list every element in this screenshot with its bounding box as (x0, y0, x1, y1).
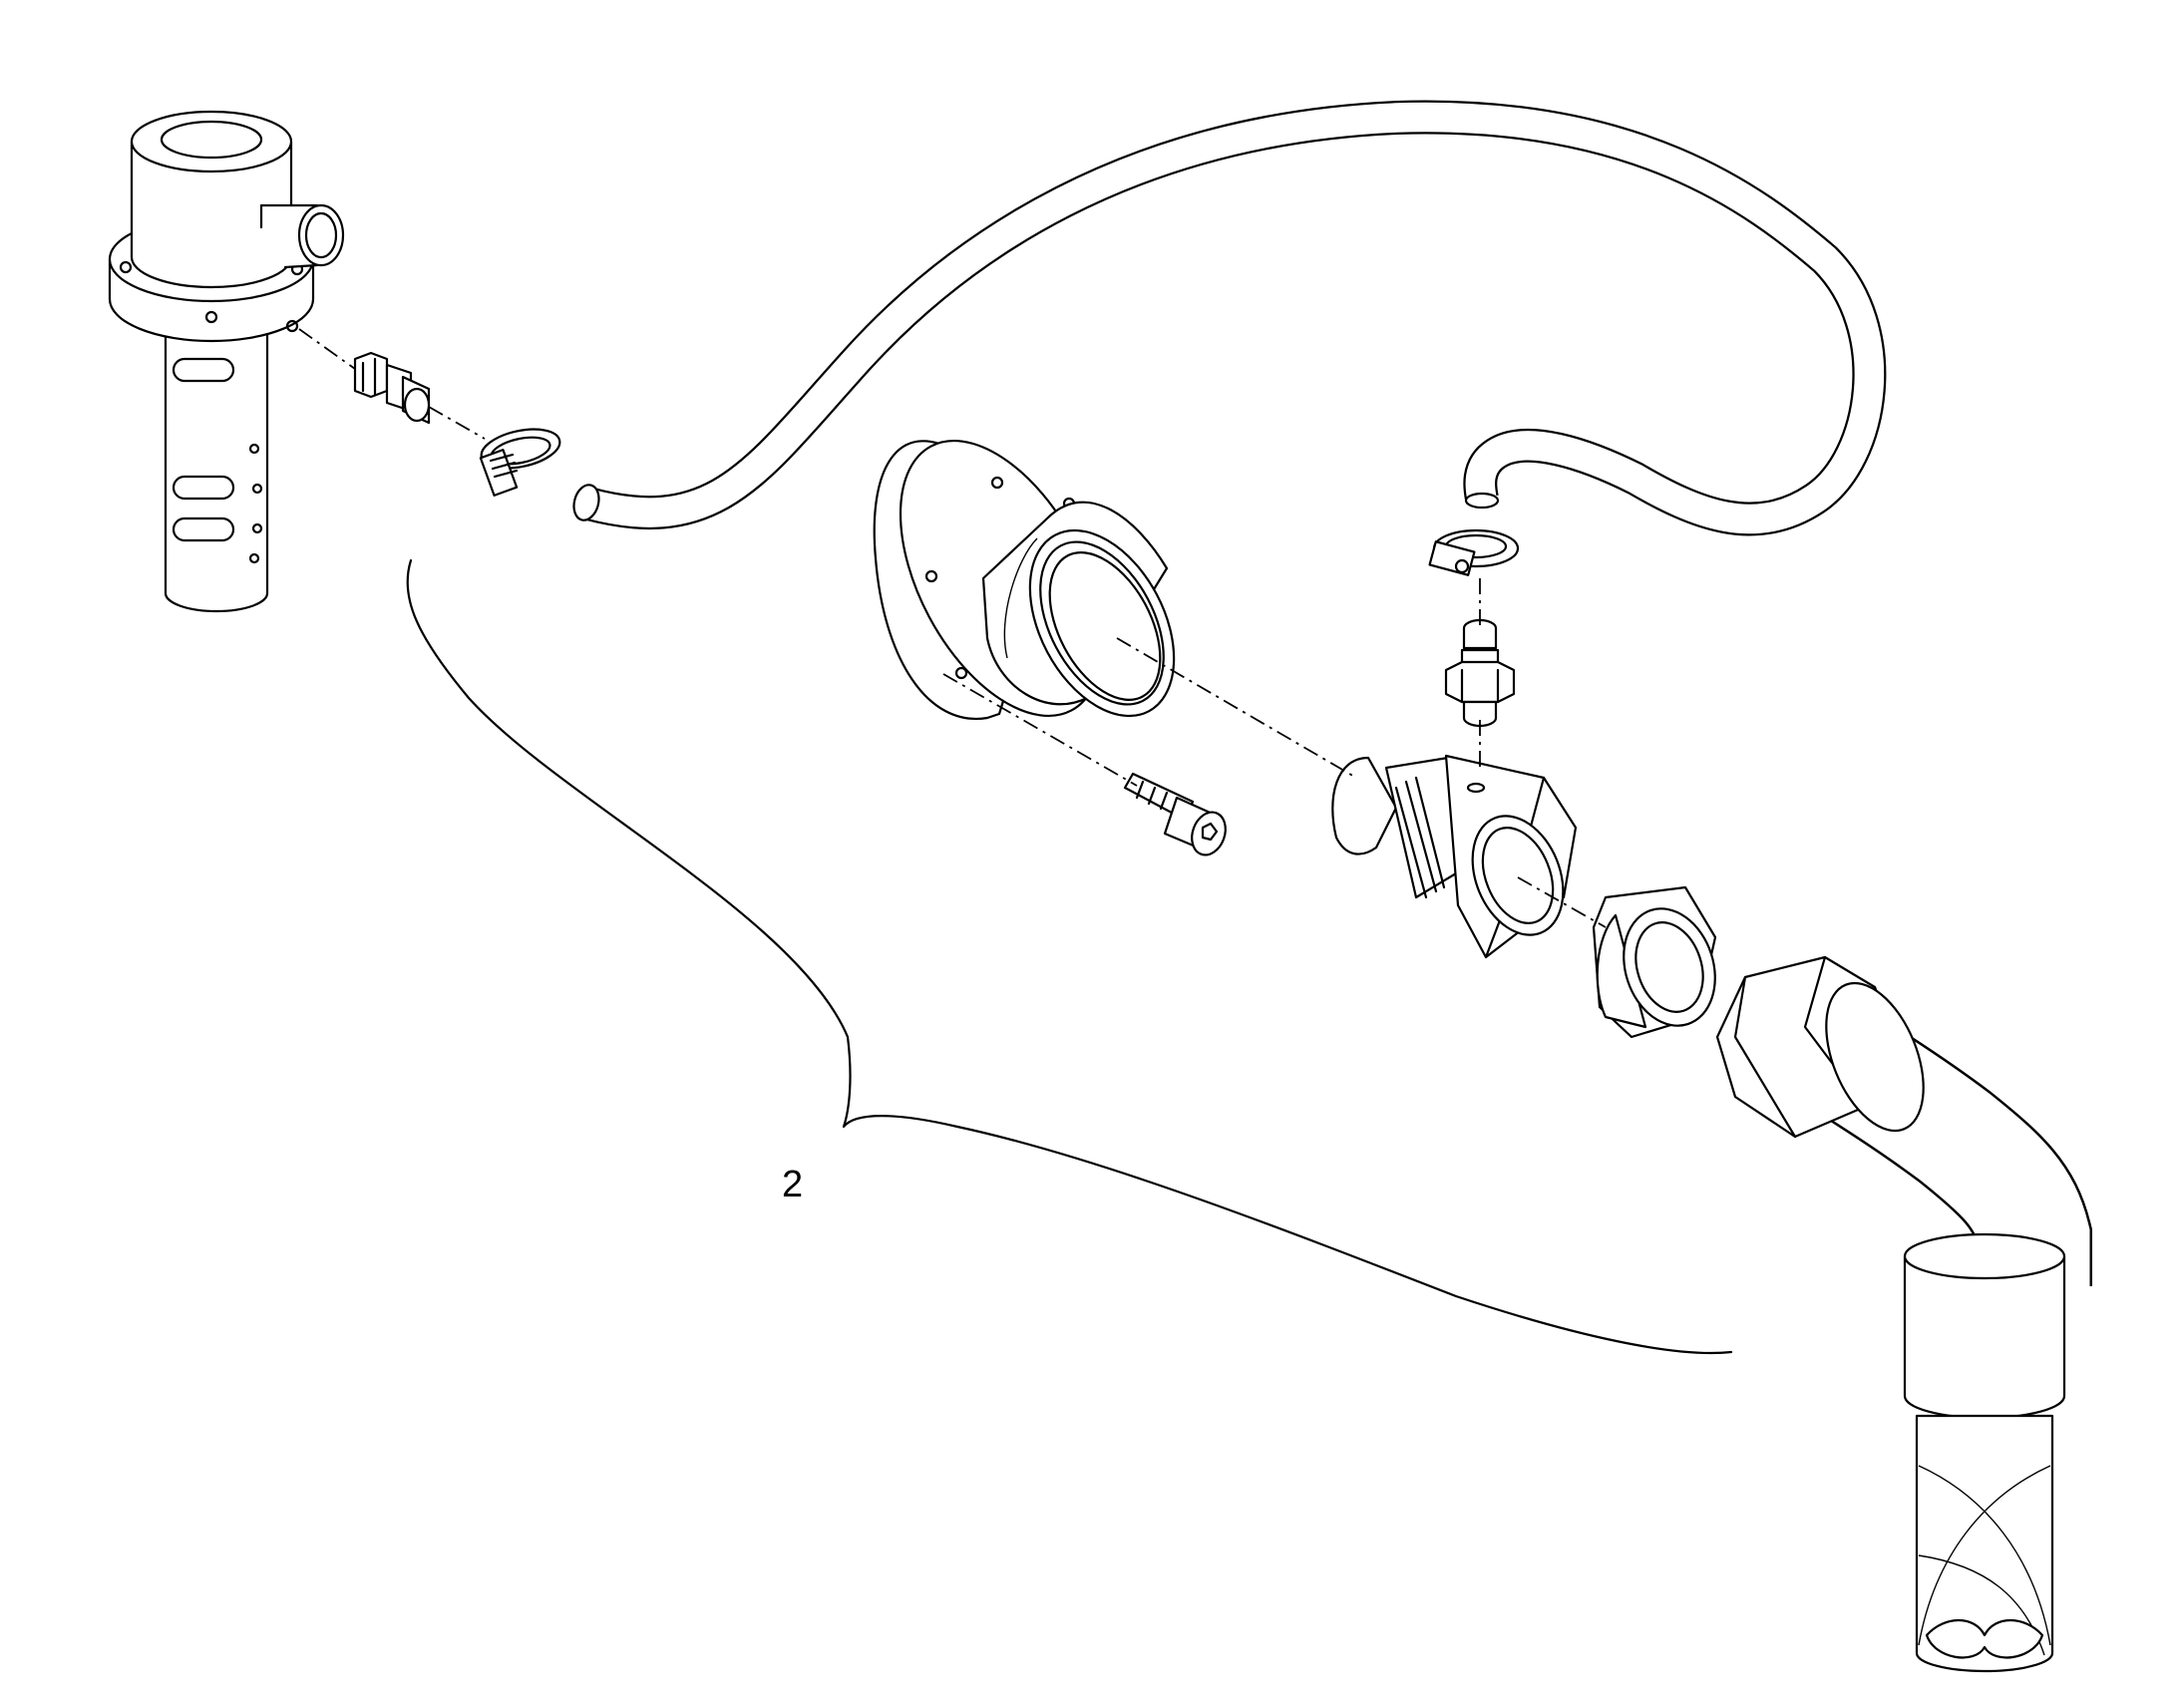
callout-label-2: 2 (782, 1164, 803, 1205)
hose-clamp-right (1428, 528, 1520, 576)
union-nut-elbow-pipe (1715, 955, 2092, 1673)
threaded-adapter-body (1331, 754, 1578, 959)
hose-barb-fitting-right (1444, 618, 1516, 728)
flexible-hose (572, 100, 1887, 536)
sensor-housing (108, 110, 345, 613)
threaded-flange-sleeve (873, 439, 1176, 721)
assembly-brace (406, 558, 1733, 1355)
hose-barb-fitting-left (353, 351, 431, 425)
assembly-axis-lines (298, 328, 1607, 928)
hose-clamp-left (479, 428, 561, 497)
socket-head-screw (1123, 772, 1227, 856)
reducer-nipple (1592, 885, 1717, 1039)
